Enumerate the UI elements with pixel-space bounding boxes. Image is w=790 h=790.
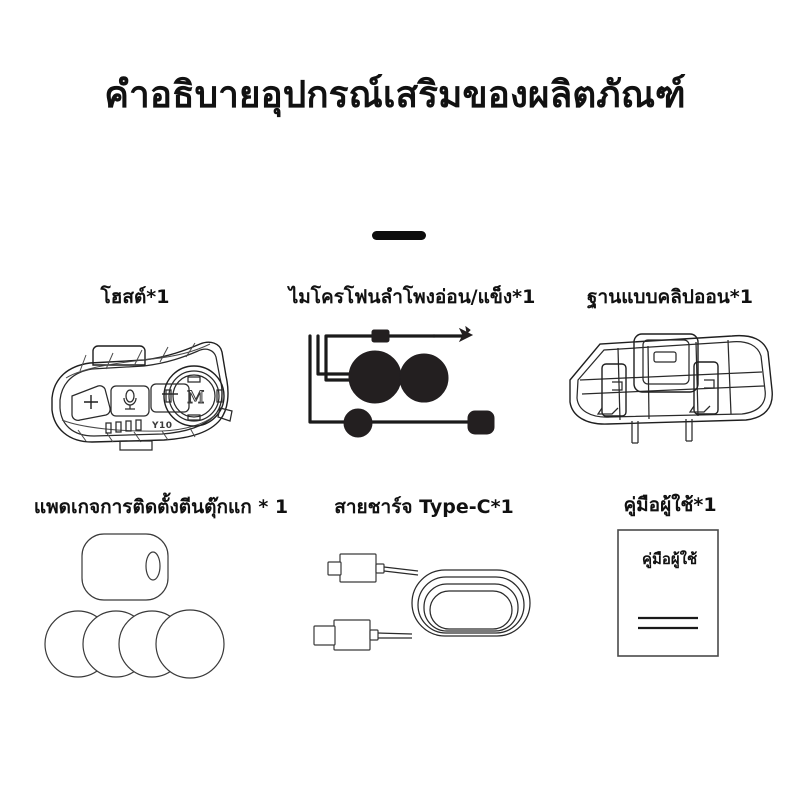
velcro-adhesive-pads-illustration xyxy=(42,526,242,686)
type-c-charging-cable-illustration xyxy=(312,526,538,682)
accessory-label-host: โฮสต์*1 xyxy=(100,286,170,308)
manual-cover-text: คู่มือผู้ใช้ xyxy=(642,550,697,569)
accessory-label-velcro-pads: แพดเกจการติดตั้งตีนตุ๊กแก * 1 xyxy=(33,496,289,518)
accessory-label-clip-base: ฐานแบบคลิปออน*1 xyxy=(587,286,753,308)
page-title: คำอธิบายอุปกรณ์เสริมของผลิตภัณฑ์ xyxy=(104,73,686,116)
dial-logo-text: M xyxy=(187,388,204,408)
bluetooth-headset-host-illustration: Y10 M xyxy=(34,324,240,454)
user-manual-booklet-illustration: คู่มือผู้ใช้ xyxy=(612,524,728,664)
clip-on-mount-base-illustration xyxy=(556,324,784,452)
title-divider xyxy=(372,231,426,240)
accessory-label-charging-cable: สายชาร์จ Type-C*1 xyxy=(334,496,514,518)
accessory-label-user-manual: คู่มือผู้ใช้*1 xyxy=(623,494,717,516)
speaker-microphone-set-illustration xyxy=(300,322,522,448)
accessory-label-mic-speaker: ไมโครโฟนลำโพงอ่อน/แข็ง*1 xyxy=(288,286,536,308)
device-model-text: Y10 xyxy=(151,421,173,431)
